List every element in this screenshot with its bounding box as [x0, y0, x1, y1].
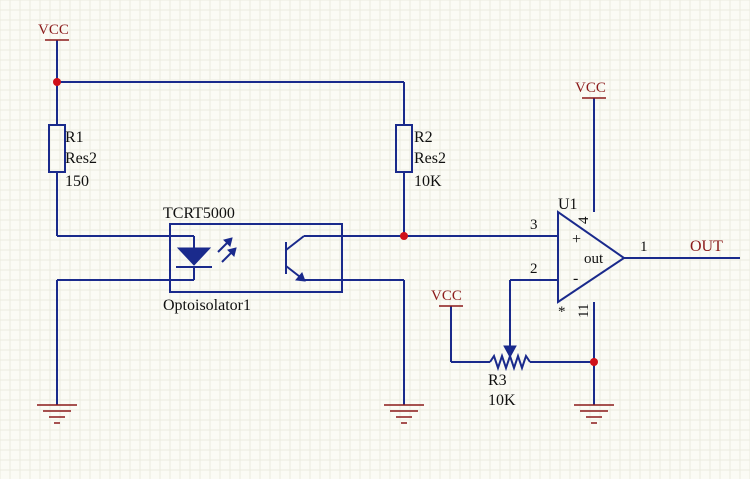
- junction-collector: [400, 232, 408, 240]
- ground-symbol-left: [37, 404, 77, 424]
- junction-r3-gnd: [590, 358, 598, 366]
- r2-value: 10K: [414, 173, 442, 190]
- sensor-designator: Optoisolator1: [163, 297, 251, 314]
- vcc-label-u1: VCC: [575, 80, 606, 96]
- u1-mark: *: [558, 304, 566, 320]
- u1-pin-noninv: 3: [530, 217, 538, 233]
- u1-plus-sign: +: [572, 231, 581, 248]
- led-emission-arrows-icon: [217, 237, 237, 263]
- optosensor-tcrt5000: TCRT5000 Optoisolator1: [163, 205, 343, 314]
- r3-wiper-arrow: [503, 345, 517, 359]
- resistor-r2: R2 Res2 10K: [395, 124, 446, 190]
- u1-triangle: [557, 210, 626, 304]
- ground-symbol-right: [574, 404, 614, 424]
- vcc-symbol-u1: VCC: [575, 80, 606, 99]
- junction-vcc: [53, 78, 61, 86]
- r3-designator: R3: [488, 372, 507, 389]
- u1-pin-vcc: 4: [576, 216, 592, 224]
- sensor-body: [169, 223, 343, 293]
- sensor-part-label: TCRT5000: [163, 205, 235, 222]
- vcc-label-r3: VCC: [431, 288, 462, 304]
- r1-value: 150: [65, 173, 89, 190]
- led-triangle: [176, 247, 212, 266]
- u1-inner-label: out: [584, 251, 604, 267]
- r3-value: 10K: [488, 392, 516, 409]
- comparator-u1: U1 + - out 3 2 1 * 4 11: [530, 196, 648, 320]
- r2-type: Res2: [414, 150, 446, 167]
- u1-designator: U1: [558, 196, 578, 213]
- resistor-r1-body: [48, 124, 66, 173]
- transistor-emitter-arrow: [295, 272, 306, 282]
- wires: [56, 40, 740, 405]
- transistor-collector: [285, 235, 305, 251]
- output-net-label: OUT: [690, 238, 723, 255]
- vcc-symbol-left: VCC: [38, 22, 69, 41]
- resistor-r1: R1 Res2 150: [48, 124, 97, 190]
- ground-symbol-mid: [384, 404, 424, 424]
- u1-pin-gnd: 11: [576, 304, 592, 318]
- r1-type: Res2: [65, 150, 97, 167]
- vcc-label-left: VCC: [38, 22, 69, 38]
- r2-designator: R2: [414, 129, 433, 146]
- u1-minus-sign: -: [573, 270, 578, 287]
- u1-pin-out: 1: [640, 239, 648, 255]
- u1-pin-inv: 2: [530, 261, 538, 277]
- potentiometer-r3: R3 10K: [488, 345, 531, 409]
- r1-designator: R1: [65, 129, 84, 146]
- resistor-r2-body: [395, 124, 413, 173]
- vcc-symbol-r3: VCC: [431, 288, 463, 307]
